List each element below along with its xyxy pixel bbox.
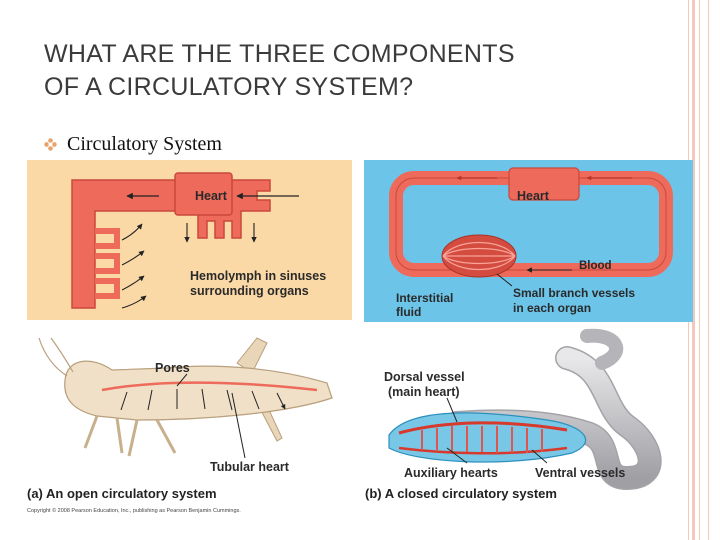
ventral-vessels-label: Ventral vessels [535,466,625,480]
dorsal-vessel-label-line-1: Dorsal vessel [384,370,465,384]
hemolymph-label-line-2: surrounding organs [190,284,309,298]
hemolymph-flow-arrows [120,388,285,410]
blood-label: Blood [579,260,612,272]
slide-title: WHAT ARE THE THREE COMPONENTS OF A CIRCU… [44,38,664,104]
open-system-caption: (a) An open circulatory system [27,486,217,501]
closed-system-schematic: Heart Blood Interstitial fluid Small bra… [364,160,693,322]
grasshopper-legs [83,415,177,457]
grasshopper-illustration: Pores Tubular heart [38,337,333,474]
interstitial-label-line-2: fluid [396,305,421,319]
open-flow-arrow [121,275,145,291]
tubular-heart-pointer [231,392,246,459]
small-vessels-label-line-2: in each organ [513,301,591,315]
open-heart-label: Heart [195,189,228,203]
auxiliary-hearts-pointer [446,447,468,464]
bullet-text: Circulatory System [67,133,222,155]
flower-bullet-icon [44,138,57,151]
earthworm-illustration: Dorsal vessel (main heart) Auxiliary hea… [384,328,662,491]
pores-label: Pores [155,361,190,375]
decorative-border-line [708,0,709,540]
pores-pointer [176,373,188,387]
tubular-heart-vessel [101,381,318,392]
hemolymph-label-line-1: Hemolymph in sinuses [190,269,326,283]
small-vessels-label-line-1: Small branch vessels [513,286,635,300]
closed-heart-label: Heart [517,189,550,203]
open-flow-arrow [121,295,147,309]
capillary-vessels [442,241,516,271]
auxiliary-heart-rings [421,426,543,453]
grasshopper-antennae [38,337,74,377]
ventral-vessels-pointer [531,449,548,464]
slide-title-line-1: WHAT ARE THE THREE COMPONENTS [44,40,515,68]
earthworm-head [580,328,623,370]
dorsal-vessel [398,421,568,435]
copyright-notice: Copyright © 2008 Pearson Education, Inc.… [27,507,241,514]
circulatory-systems-figure: Heart Hemolymph in sinuses surrounding o… [27,160,693,514]
interstitial-label-line-1: Interstitial [396,291,453,305]
decorative-border-line [699,0,700,540]
ventral-vessel [398,446,568,455]
small-vessels-pointer [496,273,513,287]
open-heart-chamber [174,172,233,216]
open-flow-arrow [121,250,145,266]
dorsal-vessel-label-line-2: (main heart) [388,385,460,399]
dorsal-vessel-pointer [446,397,458,423]
open-flow-arrow [121,223,143,241]
decorative-border-line [692,0,695,540]
auxiliary-hearts-label: Auxiliary hearts [404,466,498,480]
tubular-heart-label: Tubular heart [210,460,290,474]
closed-system-caption: (b) A closed circulatory system [365,486,557,501]
bullet-item: Circulatory System [44,133,222,156]
open-branch-vessels [95,228,120,299]
closed-heart-chamber [508,167,580,201]
open-system-schematic: Heart Hemolymph in sinuses surrounding o… [27,160,352,320]
slide-title-line-2: OF A CIRCULATORY SYSTEM? [44,73,414,101]
